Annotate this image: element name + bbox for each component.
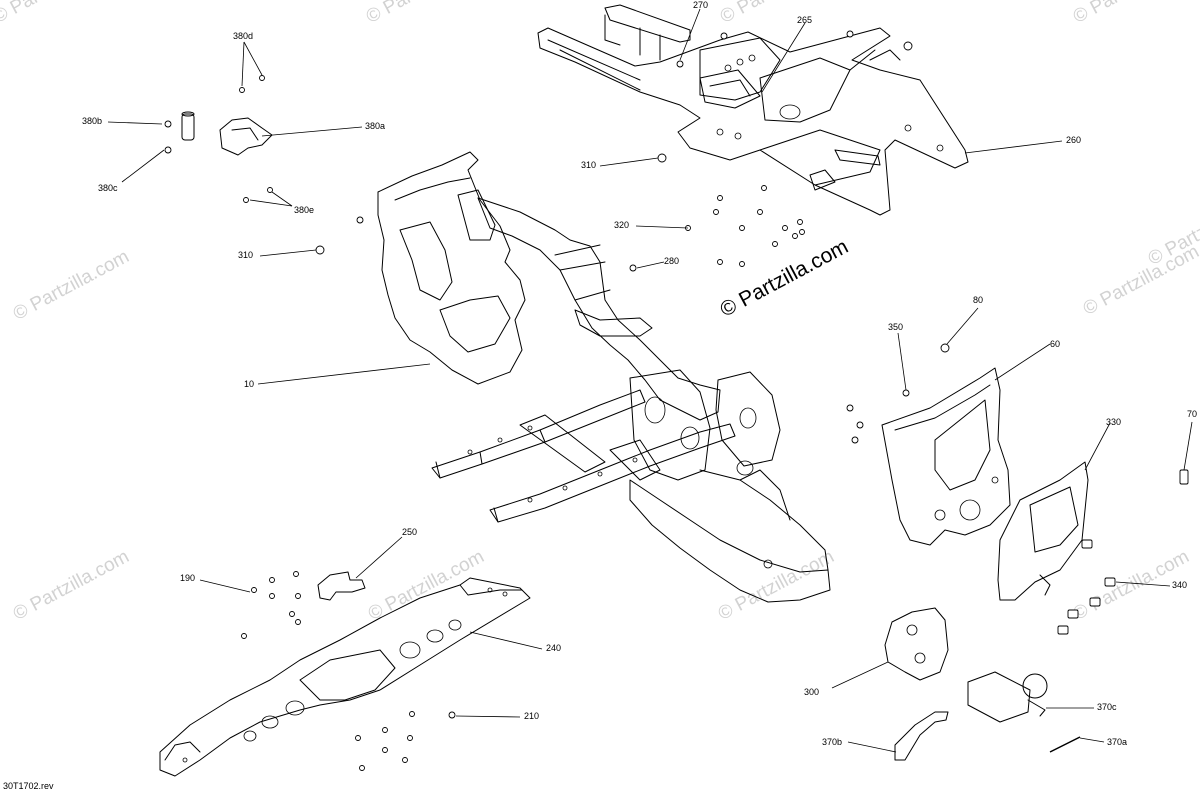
nut-icon[interactable] — [792, 233, 798, 239]
nut-icon[interactable] — [846, 30, 854, 38]
nut-icon[interactable] — [629, 264, 637, 272]
nut-icon[interactable] — [851, 436, 859, 444]
callout-310-right[interactable]: 310 — [581, 160, 597, 170]
bolt-icon[interactable] — [1104, 577, 1116, 587]
screw-icon[interactable] — [164, 120, 172, 128]
nut-icon[interactable] — [295, 593, 301, 599]
callout-190[interactable]: 190 — [180, 573, 196, 583]
nut-icon[interactable] — [799, 229, 805, 235]
bolt-icon[interactable] — [1067, 609, 1079, 619]
nut-icon[interactable] — [251, 587, 257, 593]
callout-380d[interactable]: 380d — [233, 31, 254, 41]
nut-icon[interactable] — [902, 389, 910, 397]
callout-380c[interactable]: 380c — [98, 183, 118, 193]
nut-icon[interactable] — [359, 765, 365, 771]
hitch-bracket-part-300[interactable] — [884, 607, 949, 681]
nut-icon[interactable] — [448, 711, 456, 719]
nut-icon[interactable] — [295, 619, 301, 625]
main-frame-part-10[interactable] — [377, 151, 831, 603]
nut-icon[interactable] — [315, 245, 325, 255]
nut-icon[interactable] — [846, 404, 854, 412]
nut-icon[interactable] — [356, 216, 364, 224]
callout-380e[interactable]: 380e — [294, 205, 315, 215]
bracket-part-380a[interactable] — [219, 117, 273, 156]
fasteners — [164, 30, 1189, 771]
callout-260[interactable]: 260 — [1066, 135, 1082, 145]
callout-340[interactable]: 340 — [1172, 580, 1188, 590]
callout-280[interactable]: 280 — [664, 256, 680, 266]
screw-icon[interactable] — [259, 75, 265, 81]
skid-plate-part-330[interactable] — [997, 461, 1089, 601]
nut-icon[interactable] — [797, 219, 803, 225]
screw-icon[interactable] — [164, 146, 172, 154]
callout-380a[interactable]: 380a — [365, 121, 386, 131]
nut-icon[interactable] — [241, 633, 247, 639]
callout-330[interactable]: 330 — [1106, 417, 1122, 427]
bolt-icon[interactable] — [1081, 539, 1093, 549]
callout-270[interactable]: 270 — [693, 0, 709, 10]
nut-icon[interactable] — [409, 711, 415, 717]
bracket-part-250[interactable] — [317, 571, 366, 601]
callout-250[interactable]: 250 — [402, 527, 418, 537]
hitch-ball-part-370c[interactable] — [967, 671, 1048, 723]
nut-icon[interactable] — [739, 261, 745, 267]
side-rail-part-240[interactable] — [159, 577, 531, 777]
callout-70[interactable]: 70 — [1187, 409, 1198, 419]
nut-icon[interactable] — [676, 60, 684, 68]
side-panel-part-60[interactable] — [881, 367, 1011, 546]
rear-subframe-part-260[interactable] — [537, 4, 969, 216]
callout-300[interactable]: 300 — [804, 687, 820, 697]
screw-icon[interactable] — [239, 87, 245, 93]
screw-icon[interactable] — [243, 197, 249, 203]
bolt-icon[interactable] — [1179, 469, 1189, 485]
callout-210[interactable]: 210 — [524, 711, 540, 721]
spacer-part-380[interactable] — [181, 111, 195, 141]
nut-icon[interactable] — [355, 735, 361, 741]
nut-icon[interactable] — [713, 209, 719, 215]
callout-60[interactable]: 60 — [1050, 339, 1061, 349]
nut-icon[interactable] — [382, 747, 388, 753]
clip-part-370a[interactable] — [1049, 736, 1081, 753]
screw-icon[interactable] — [267, 187, 273, 193]
nut-icon[interactable] — [289, 611, 295, 617]
nut-icon[interactable] — [739, 225, 745, 231]
nut-icon[interactable] — [402, 757, 408, 763]
callout-265[interactable]: 265 — [797, 15, 813, 25]
bolt-icon[interactable] — [1089, 597, 1101, 607]
callout-370c[interactable]: 370c — [1097, 702, 1117, 712]
nut-icon[interactable] — [940, 343, 950, 353]
nut-icon[interactable] — [293, 571, 299, 577]
callout-380b[interactable]: 380b — [82, 116, 103, 126]
nut-icon[interactable] — [856, 421, 864, 429]
callout-370a[interactable]: 370a — [1107, 737, 1128, 747]
nut-icon[interactable] — [269, 577, 275, 583]
callout-320[interactable]: 320 — [614, 220, 630, 230]
nut-icon[interactable] — [757, 209, 763, 215]
bracket-part-265[interactable] — [699, 69, 761, 109]
callout-350[interactable]: 350 — [888, 322, 904, 332]
nut-icon[interactable] — [720, 32, 728, 40]
bolt-icon[interactable] — [1057, 625, 1069, 635]
nut-icon[interactable] — [772, 241, 778, 247]
nut-icon[interactable] — [717, 259, 723, 265]
nut-icon[interactable] — [903, 41, 913, 51]
nut-icon[interactable] — [382, 727, 388, 733]
nut-icon[interactable] — [269, 593, 275, 599]
callout-310-left[interactable]: 310 — [238, 250, 254, 260]
leader-lines — [107, 8, 1193, 753]
hitch-pin-part-370b[interactable] — [894, 711, 949, 761]
callout-240[interactable]: 240 — [546, 643, 562, 653]
nut-icon[interactable] — [782, 225, 788, 231]
nut-icon[interactable] — [761, 185, 767, 191]
callout-10[interactable]: 10 — [244, 379, 255, 389]
callout-370b[interactable]: 370b — [822, 737, 843, 747]
callout-80[interactable]: 80 — [973, 295, 984, 305]
nut-icon[interactable] — [657, 153, 667, 163]
nut-icon[interactable] — [717, 195, 723, 201]
nut-icon[interactable] — [407, 735, 413, 741]
diagram-reference-code: 30T1702.rev — [3, 781, 54, 791]
